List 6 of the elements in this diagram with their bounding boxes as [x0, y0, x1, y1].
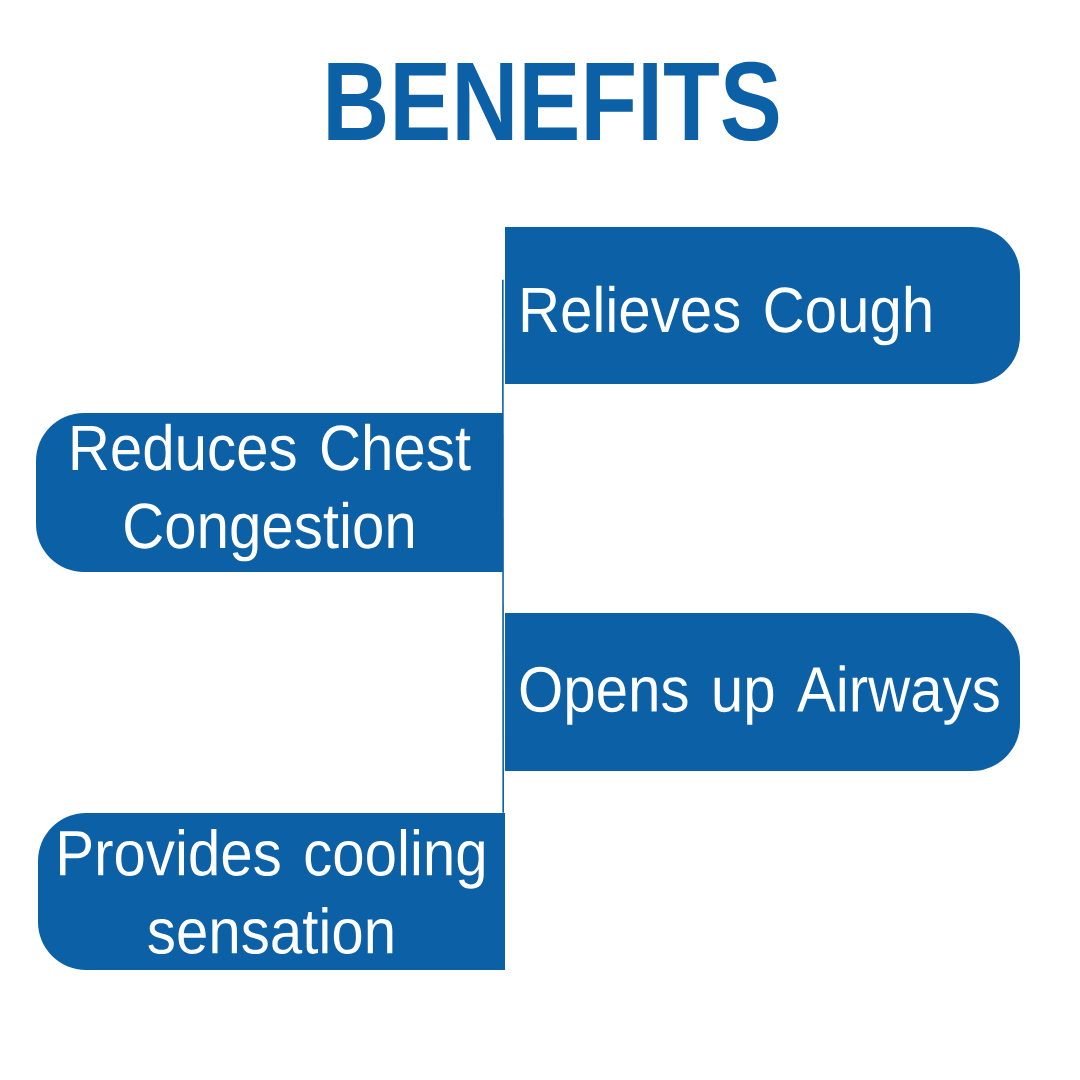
connector-line: [502, 279, 504, 814]
benefit-box: Opens up Airways: [505, 613, 1020, 771]
benefit-box: Reduces Chest Congestion: [36, 413, 503, 572]
title: BENEFITS: [328, 61, 779, 142]
benefit-box: Provides cooling sensation: [38, 813, 505, 970]
benefit-box: Relieves Cough: [505, 227, 1020, 384]
